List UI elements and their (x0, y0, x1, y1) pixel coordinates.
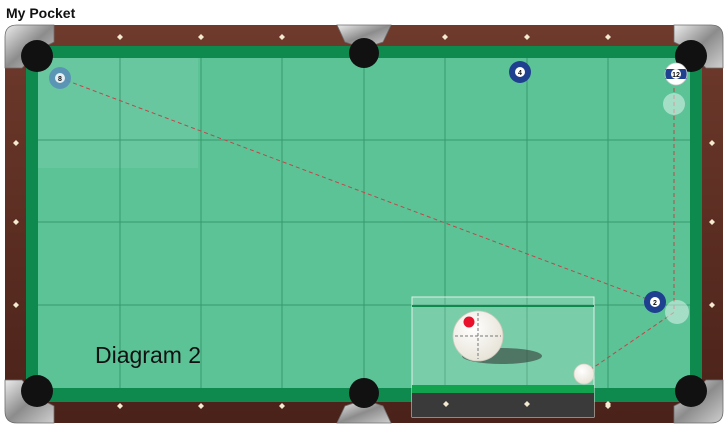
ball-4: 4 (509, 61, 531, 83)
ball-2: 2 (644, 291, 666, 313)
cue-ball-diagram (453, 311, 503, 361)
cue-ball-tip-inset (412, 297, 611, 417)
svg-text:2: 2 (653, 300, 657, 307)
svg-text:4: 4 (518, 70, 522, 77)
ghost-ball (665, 300, 689, 324)
ball-12: 12 (665, 63, 687, 85)
svg-text:12: 12 (672, 72, 680, 79)
ball-8: 8 (49, 67, 71, 89)
ghost-ball (663, 93, 685, 115)
cue-ball (574, 364, 594, 384)
cue-tip-marker (464, 317, 475, 328)
svg-text:8: 8 (58, 76, 62, 83)
diagram-caption: Diagram 2 (95, 342, 201, 369)
